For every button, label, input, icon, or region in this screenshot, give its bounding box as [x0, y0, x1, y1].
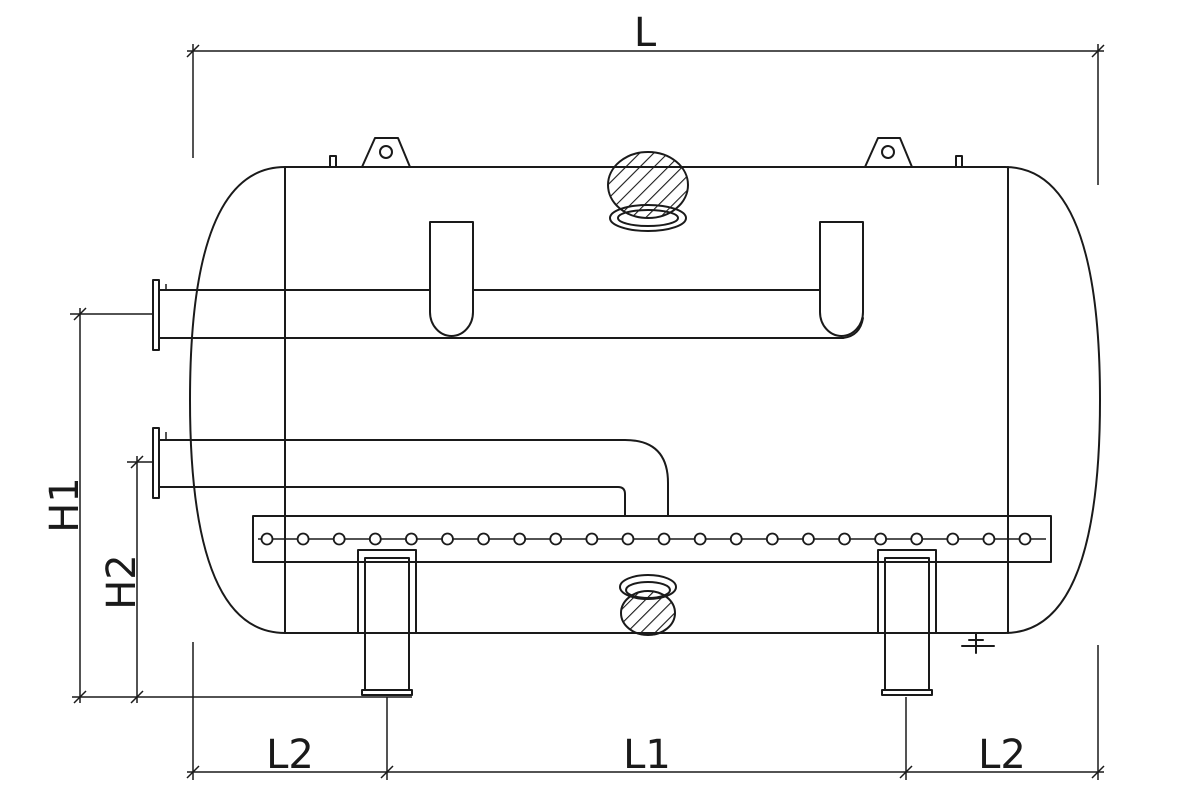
- distributor-bar: [252, 515, 1052, 563]
- lower-inlet-pipe: [152, 427, 669, 517]
- distributor-hole: [477, 532, 490, 546]
- distributor-hole: [765, 532, 779, 546]
- distributor-hole: [657, 532, 671, 546]
- distributor-hole: [260, 532, 274, 546]
- label-L2-right: L2: [978, 732, 1026, 778]
- top-vent-fitting-right: [955, 155, 963, 168]
- distributor-hole: [404, 532, 418, 546]
- distributor-hole: [332, 532, 346, 546]
- lifting-lug-right: [864, 137, 913, 168]
- distributor-hole: [441, 532, 454, 546]
- distributor-holes: [260, 532, 1032, 546]
- upper-inlet-pipe: [152, 221, 864, 351]
- lower-inlet-flange: [152, 427, 160, 499]
- distributor-hole: [621, 532, 635, 546]
- tank-shell: [189, 166, 1101, 634]
- distributor-hole: [513, 532, 527, 546]
- label-L2-left: L2: [266, 732, 314, 778]
- top-manway: [607, 151, 689, 232]
- distributor-hole: [1018, 532, 1032, 546]
- lifting-lug-left: [361, 137, 411, 168]
- label-L: L: [634, 10, 657, 56]
- distributor-hole: [296, 532, 310, 546]
- u-bend-right: [819, 221, 864, 337]
- label-H1: H1: [42, 477, 88, 533]
- u-bend-left: [429, 221, 474, 337]
- distributor-hole: [368, 532, 382, 546]
- distributor-hole: [946, 532, 960, 546]
- dimension-bottom-chain: L2 L1 L2: [186, 642, 1105, 780]
- distributor-hole: [874, 532, 888, 546]
- saddle-support-right: [877, 549, 937, 696]
- saddle-support-left: [357, 549, 417, 696]
- distributor-hole: [802, 532, 815, 546]
- top-vent-fitting-left: [329, 155, 337, 168]
- label-H2: H2: [99, 554, 145, 610]
- drain-fitting: [961, 632, 995, 654]
- distributor-hole: [838, 532, 851, 546]
- distributor-hole: [729, 532, 743, 546]
- distributor-hole: [585, 532, 599, 546]
- distributor-hole: [549, 532, 563, 546]
- label-L1: L1: [623, 732, 671, 778]
- distributor-hole: [910, 532, 924, 546]
- distributor-hole: [982, 532, 996, 546]
- upper-inlet-flange: [152, 279, 160, 351]
- distributor-hole: [693, 532, 707, 546]
- dimension-heights: H1 H2: [42, 307, 412, 704]
- bottom-manway: [619, 574, 677, 636]
- dimension-L: L: [186, 10, 1105, 185]
